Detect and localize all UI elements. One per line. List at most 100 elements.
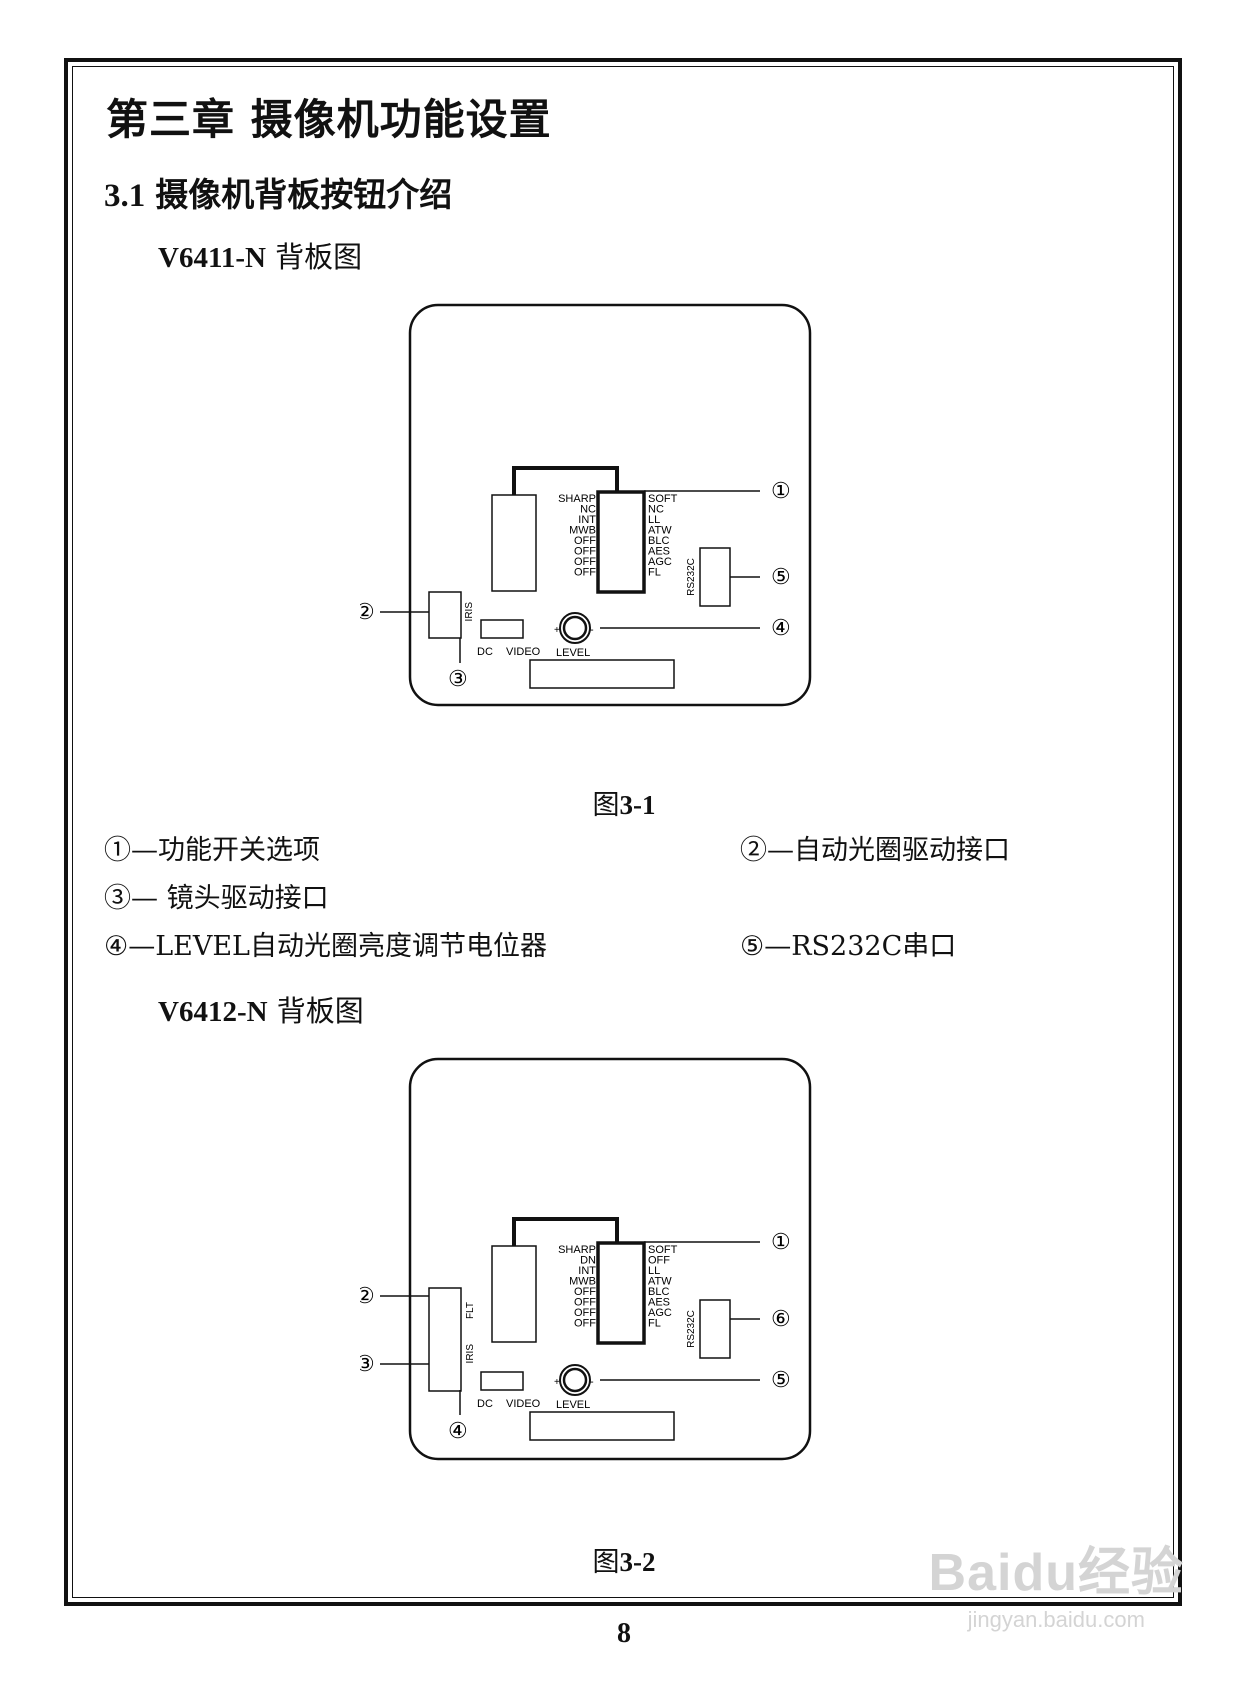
dip-right-label: LL [648, 514, 660, 526]
dip-left-label: SHARP [558, 493, 596, 505]
page-border-inner [72, 66, 1174, 1598]
dip-left-label: OFF [574, 1297, 596, 1309]
level-knob-inner [562, 1367, 588, 1393]
dip-right-label: BLC [648, 1286, 669, 1298]
dip-right-label: SOFT [648, 493, 678, 505]
figure1-heading-suffix: 背板图 [265, 240, 363, 274]
figure2-heading: V6412-N 背板图 [158, 988, 364, 1030]
dip-left-label: OFF [574, 535, 596, 547]
baidu-watermark: Baidu经验 jingyan.baidu.com [929, 1530, 1184, 1633]
callout-2: ② [360, 599, 375, 624]
dip-right-label: AES [648, 546, 670, 558]
level-label: LEVEL [556, 1399, 590, 1411]
legend-item-2: ②—自动光圈驱动接口 [740, 835, 1010, 866]
dip-right-label: AGC [648, 556, 672, 568]
callout-3: ③ [360, 1351, 375, 1376]
dc-label: DC [477, 1398, 493, 1410]
level-label: LEVEL [556, 647, 590, 659]
back-panel-outline [408, 303, 812, 707]
legend-item-4: ④—LEVEL自动光圈亮度调节电位器 [104, 931, 547, 962]
dip-switch [596, 490, 646, 594]
callout-2: ② [360, 1283, 375, 1308]
callout-6: ⑥ [771, 1306, 791, 1331]
flt-iris-connector [428, 1287, 462, 1392]
rs232c-port [699, 1299, 731, 1359]
rs232c-label: RS232C [686, 1310, 697, 1348]
rs232c-label: RS232C [686, 558, 697, 596]
section-title-text: 摄像机背板按钮介绍 [155, 175, 453, 214]
level-knob [559, 1364, 591, 1396]
bottom-slot [529, 1411, 675, 1441]
callout-1: ① [771, 478, 791, 503]
figure2-caption: 图3-2 [0, 1540, 1248, 1579]
dip-left-label: INT [578, 514, 596, 526]
figure2-model-code: V6412-N [158, 996, 268, 1028]
figure2-caption-prefix: 图 [592, 1547, 620, 1578]
iris-connector [428, 591, 462, 639]
dip-left-label: OFF [574, 1318, 596, 1330]
dip-left-label: DN [580, 1255, 596, 1267]
baidu-url: jingyan.baidu.com [967, 1607, 1145, 1632]
chapter-title: 第三章 摄像机功能设置 [106, 95, 552, 144]
callout-4: ④ [771, 615, 791, 640]
dip-right-label: OFF [648, 1255, 670, 1267]
legend-item-5: ⑤—RS232C串口 [740, 931, 957, 962]
video-label: VIDEO [506, 646, 541, 658]
page-number: 8 [617, 1618, 631, 1649]
left-module-block [491, 1245, 537, 1343]
dip-switch [596, 1241, 646, 1345]
callout-5: ⑤ [771, 1367, 791, 1392]
video-label: VIDEO [506, 1398, 541, 1410]
level-minus: - [590, 624, 594, 636]
dc-label: DC [477, 646, 493, 658]
dip-right-label: FL [648, 1318, 661, 1330]
dip-right-label: BLC [648, 535, 669, 547]
iris-label: IRIS [465, 1344, 476, 1364]
dip-left-label: MWB [569, 525, 596, 537]
bottom-slot [529, 659, 675, 689]
figure1-caption-number: 3-1 [619, 790, 656, 820]
dip-right-label: NC [648, 504, 664, 516]
dip-right-label: ATW [648, 1276, 672, 1288]
level-minus: - [590, 1376, 594, 1388]
dc-video-switch [480, 1371, 524, 1391]
level-plus: + [554, 1377, 560, 1388]
figure1-caption-prefix: 图 [592, 790, 620, 821]
switch-bridge [512, 466, 619, 495]
dip-left-label: OFF [574, 556, 596, 568]
rs232c-port [699, 547, 731, 607]
dip-right-label: AES [648, 1297, 670, 1309]
legend-item-3: ③— 镜头驱动接口 [104, 883, 329, 914]
figure1-heading: V6411-N 背板图 [158, 234, 362, 276]
callout-3: ③ [448, 666, 468, 691]
switch-bridge [512, 1217, 619, 1246]
callout-1: ① [771, 1229, 791, 1254]
flt-label: FLT [465, 1302, 476, 1319]
dip-left-label: OFF [574, 1286, 596, 1298]
figure2-heading-suffix: 背板图 [267, 994, 364, 1028]
section-number: 3.1 [104, 178, 146, 214]
level-knob-inner [562, 615, 588, 641]
dip-right-label: FL [648, 567, 661, 579]
dip-left-label: SHARP [558, 1244, 596, 1256]
dip-right-label: ATW [648, 525, 672, 537]
legend-item-1: ①—功能开关选项 [104, 835, 320, 866]
baidu-logo: Baidu经验 [928, 1544, 1184, 1602]
level-knob [559, 612, 591, 644]
figure1-model-code: V6411-N [158, 242, 266, 274]
dip-left-label: OFF [574, 1307, 596, 1319]
figure1-caption: 图3-1 [0, 783, 1248, 822]
dip-left-label: OFF [574, 567, 596, 579]
dip-left-label: OFF [574, 546, 596, 558]
dc-video-switch [480, 619, 524, 639]
iris-label: IRIS [464, 602, 475, 622]
